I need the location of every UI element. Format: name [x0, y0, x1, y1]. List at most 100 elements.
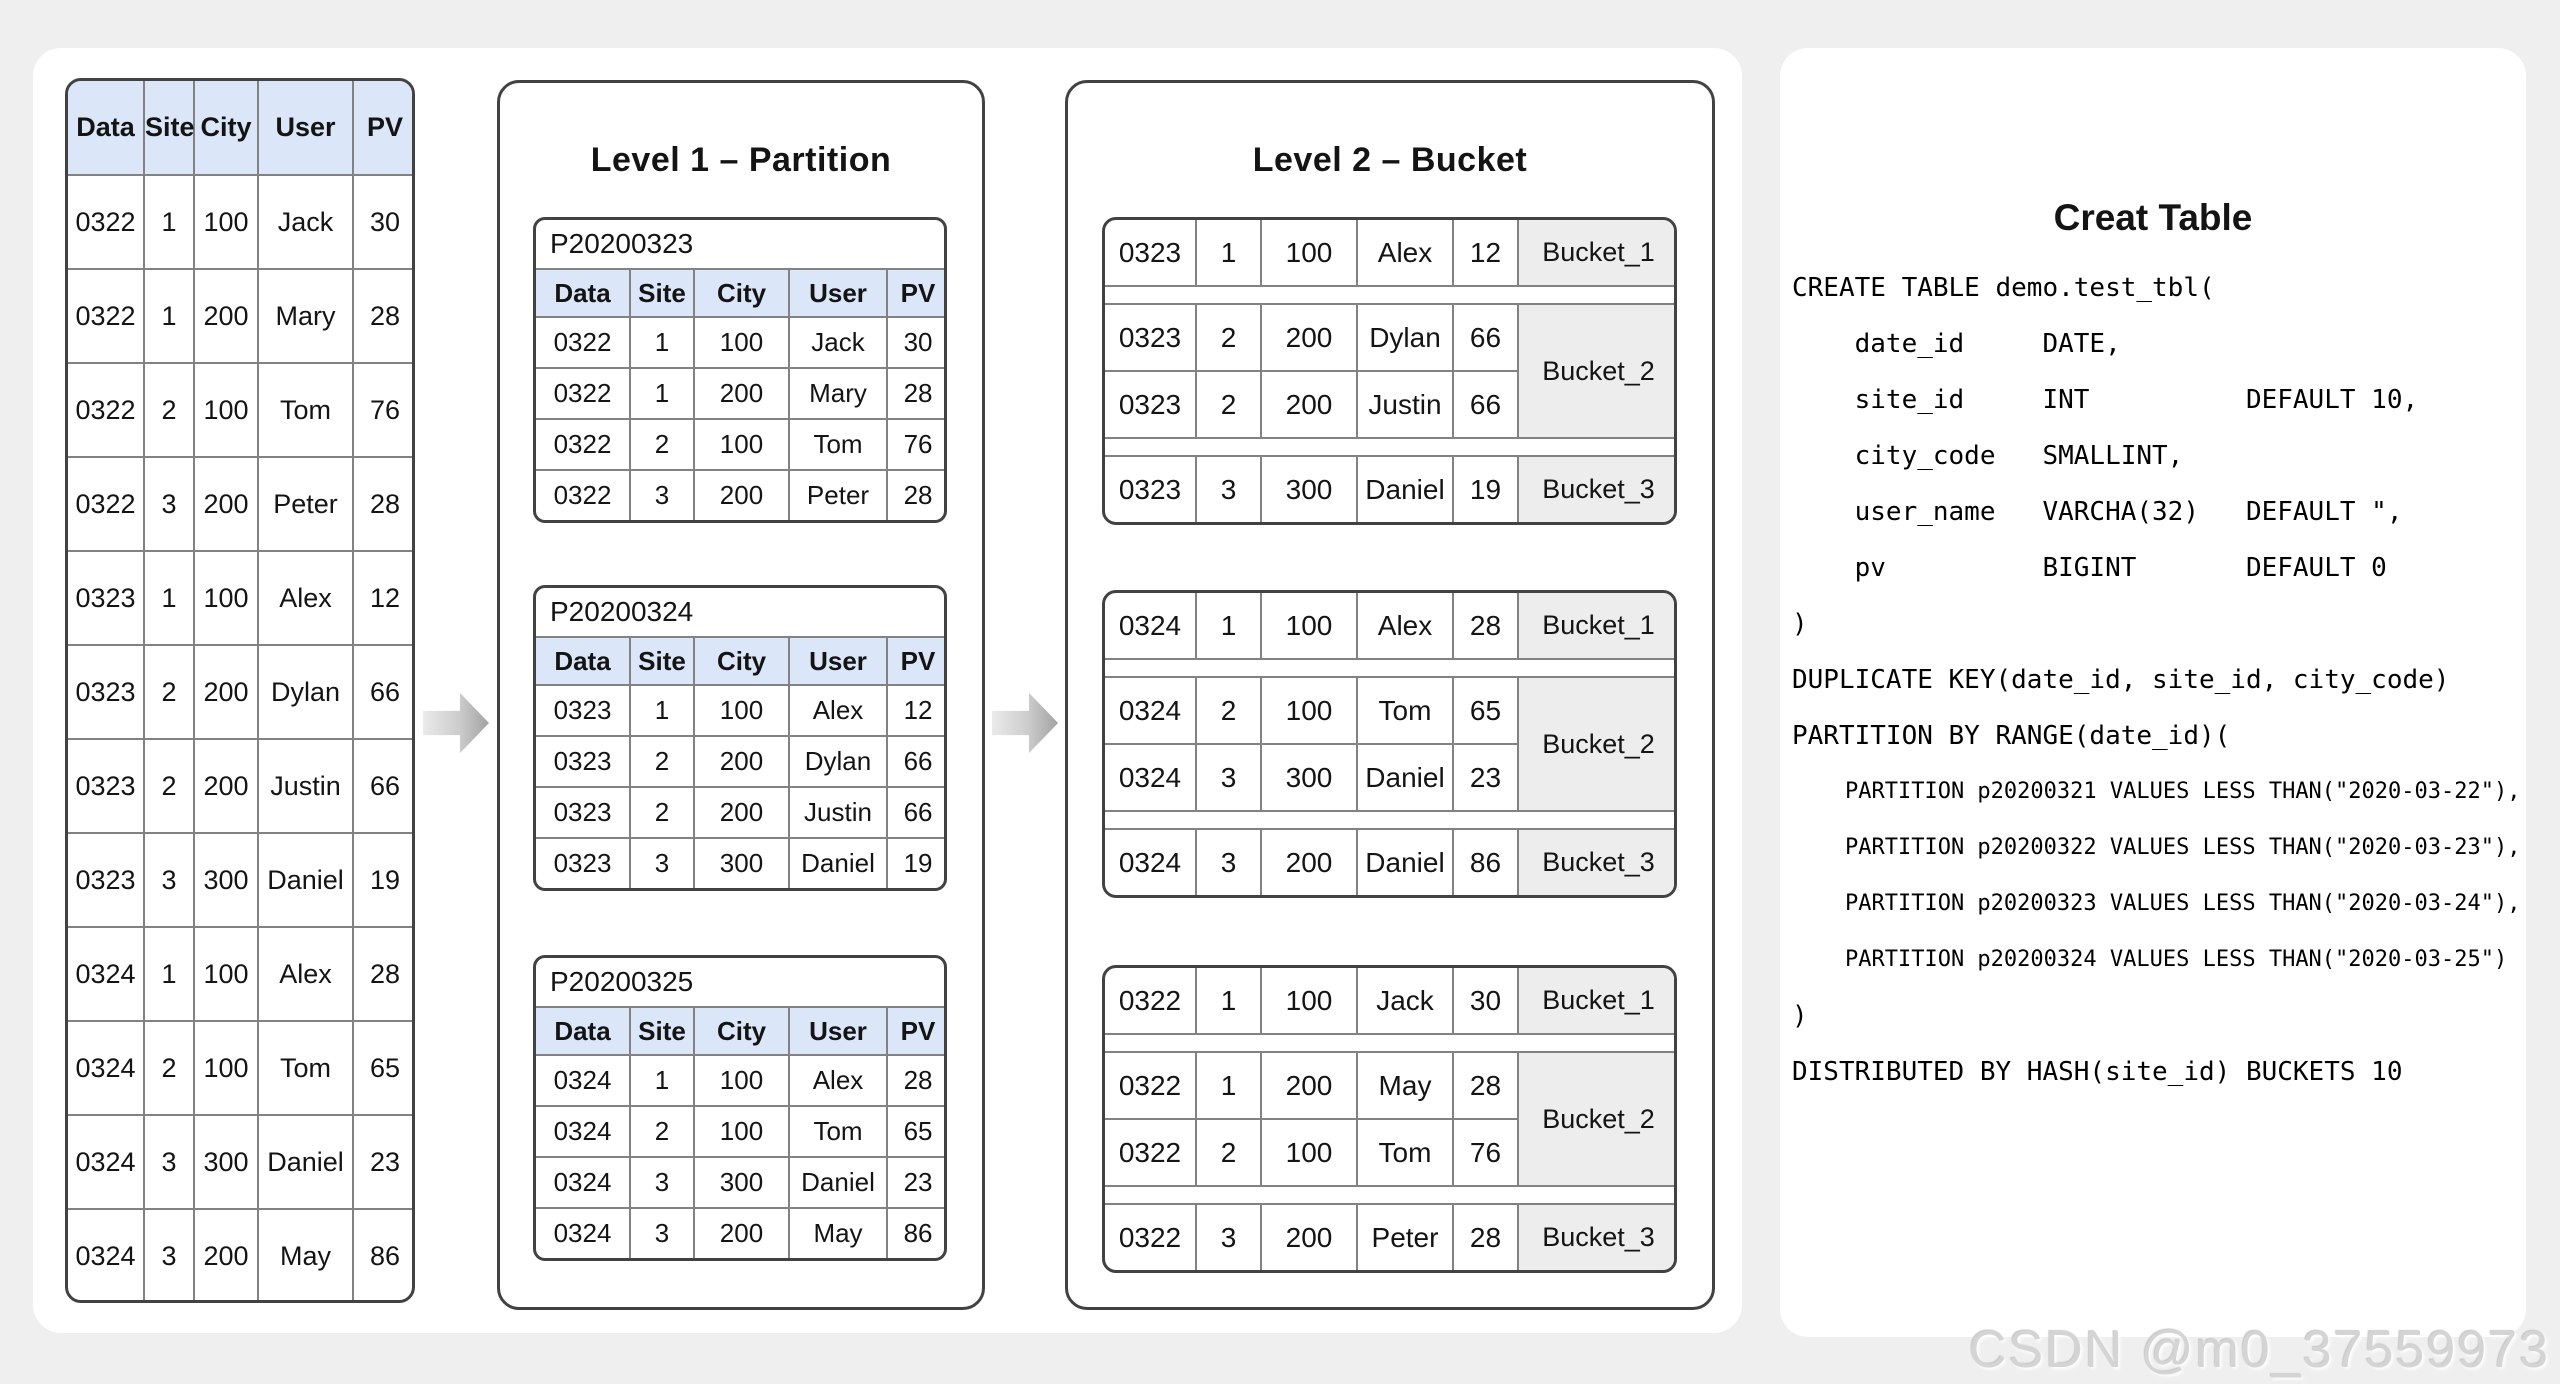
column-header: User [257, 81, 354, 176]
table-cell: Alex [788, 684, 888, 737]
spacer-row [1105, 1033, 1674, 1053]
table-cell: 300 [193, 832, 259, 928]
table-cell: Daniel [257, 1114, 354, 1210]
table-cell: May [257, 1208, 354, 1300]
table-cell: 0323 [1105, 303, 1197, 372]
table-cell: 0324 [68, 1208, 145, 1300]
bucket-cell: Bucket_3 [1517, 828, 1674, 895]
sql-line: site_id INT DEFAULT 10, [1792, 385, 2419, 415]
table-cell: Peter [1356, 1203, 1454, 1270]
table-cell: 2 [143, 362, 195, 458]
table-cell: Tom [1356, 1118, 1454, 1187]
table-cell: 28 [1452, 1051, 1519, 1120]
table-cell: 0324 [68, 926, 145, 1022]
table-cell: 30 [885, 316, 944, 369]
table-cell: 28 [885, 1054, 944, 1107]
table-cell: 300 [193, 1114, 259, 1210]
spacer-row [1105, 285, 1674, 305]
bucket-cell: Bucket_1 [1517, 593, 1674, 660]
bucket-cell: Bucket_1 [1517, 220, 1674, 287]
column-header: Data [68, 81, 145, 176]
table-cell: Tom [788, 1105, 888, 1158]
table-cell: 200 [693, 469, 790, 520]
spacer-cell [1105, 658, 1674, 678]
table-cell: May [1356, 1051, 1454, 1120]
sql-line: PARTITION p20200322 VALUES LESS THAN("20… [1792, 835, 2521, 860]
table-cell: 2 [143, 1020, 195, 1116]
table-cell: 200 [193, 644, 259, 740]
table-cell: 2 [1195, 370, 1262, 439]
table-cell: 0323 [536, 837, 631, 888]
bucket-cell: Bucket_3 [1517, 1203, 1674, 1270]
table-cell: 66 [352, 738, 412, 834]
sql-line: DUPLICATE KEY(date_id, site_id, city_cod… [1792, 665, 2450, 695]
table-cell: 23 [352, 1114, 412, 1210]
table-cell: 200 [1260, 828, 1358, 895]
table-cell: 0322 [536, 418, 631, 471]
table-cell: 100 [693, 1105, 790, 1158]
table-cell: 12 [1452, 220, 1519, 287]
table-cell: 3 [143, 832, 195, 928]
sql-line: PARTITION BY RANGE(date_id)( [1792, 721, 2231, 751]
table-cell: Mary [788, 367, 888, 420]
table-cell: 3 [1195, 1203, 1262, 1270]
table-cell: 100 [1260, 220, 1358, 287]
table-cell: 200 [193, 1208, 259, 1300]
table-cell: 3 [629, 469, 695, 520]
table-cell: 19 [352, 832, 412, 928]
table-cell: 100 [1260, 1118, 1358, 1187]
table-cell: 86 [352, 1208, 412, 1300]
table-cell: 200 [693, 735, 790, 788]
table-cell: 66 [352, 644, 412, 740]
table-cell: 0322 [536, 469, 631, 520]
table-cell: Tom [257, 1020, 354, 1116]
table-cell: 0323 [68, 738, 145, 834]
table-cell: 100 [193, 174, 259, 270]
bucket-cell: Bucket_2 [1517, 676, 1674, 812]
table-cell: 100 [1260, 593, 1358, 660]
table-cell: 100 [1260, 968, 1358, 1035]
table-cell: 66 [885, 786, 944, 839]
sql-line: user_name VARCHA(32) DEFAULT ", [1792, 497, 2403, 527]
table-cell: Jack [1356, 968, 1454, 1035]
sql-line: DISTRIBUTED BY HASH(site_id) BUCKETS 10 [1792, 1057, 2403, 1087]
spacer-row [1105, 658, 1674, 678]
table-cell: Peter [788, 469, 888, 520]
table-cell: 3 [629, 837, 695, 888]
table-cell: 100 [193, 926, 259, 1022]
table-cell: 30 [1452, 968, 1519, 1035]
table-cell: 300 [693, 1156, 790, 1209]
column-header: Site [143, 81, 195, 176]
table-cell: 76 [885, 418, 944, 471]
table-cell: Daniel [1356, 743, 1454, 812]
column-header: Site [629, 1006, 695, 1056]
column-header: Data [536, 268, 631, 318]
table-cell: May [788, 1207, 888, 1258]
table-cell: 300 [1260, 743, 1358, 812]
table-cell: 1 [629, 684, 695, 737]
table-cell: 0323 [1105, 455, 1197, 522]
sql-line: city_code SMALLINT, [1792, 441, 2184, 471]
table-cell: 1 [143, 268, 195, 364]
table-cell: 1 [143, 174, 195, 270]
table-cell: 65 [885, 1105, 944, 1158]
table-cell: 66 [1452, 303, 1519, 372]
table-cell: 100 [193, 362, 259, 458]
table-cell: 65 [1452, 676, 1519, 745]
table-cell: 0322 [1105, 968, 1197, 1035]
